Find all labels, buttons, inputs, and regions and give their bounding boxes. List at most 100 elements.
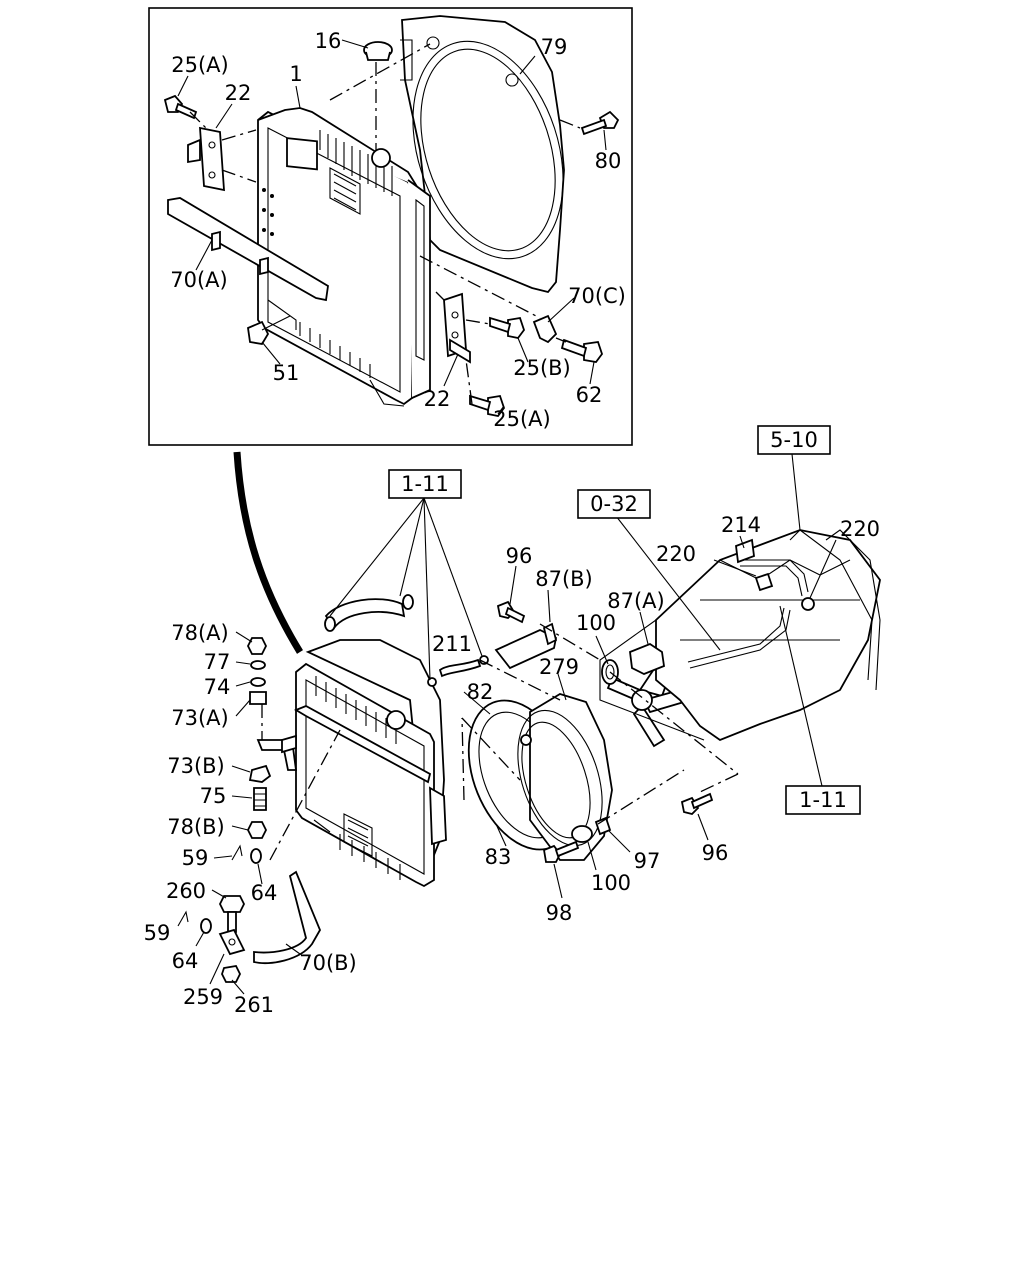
insulator-73b [248, 764, 272, 783]
label-82: 82 [467, 680, 494, 704]
label-220-right: 220 [840, 517, 880, 541]
label-25b: 25(B) [513, 356, 571, 380]
bracket-left [256, 734, 298, 771]
label-83: 83 [485, 845, 512, 869]
bracket-70c-inset [532, 314, 558, 344]
label-96-top: 96 [506, 544, 533, 568]
nut-78b [246, 821, 268, 839]
inset-connector-arc [233, 451, 303, 654]
label-1: 1 [289, 62, 302, 86]
inset-alignment-lines [189, 43, 581, 405]
bracket-87b [494, 622, 558, 670]
hose-211 [427, 655, 489, 687]
fan-shroud-279 [517, 693, 613, 861]
pipe-220 [735, 538, 815, 611]
drain-cock-51-inset [247, 315, 291, 345]
washer-74 [250, 677, 266, 687]
label-87a: 87(A) [607, 589, 664, 613]
label-259: 259 [183, 985, 223, 1009]
bolt-80-inset [580, 110, 620, 136]
bolt-96-bottom [680, 792, 714, 815]
main-part-labels: 96 87(B) 87(A) 100 211 279 82 214 220 22… [144, 513, 880, 1017]
inset-leader-lines [177, 39, 607, 415]
label-22-bottom: 22 [424, 387, 451, 411]
label-22-top: 22 [225, 81, 252, 105]
clip-59-top [231, 844, 243, 861]
bracket-259 [218, 928, 246, 956]
label-260: 260 [166, 879, 206, 903]
ref-0-32-label: 0-32 [590, 492, 638, 516]
inset-part-labels: 16 1 79 25(A) 22 80 70(A) 70(C) 51 25(B)… [170, 29, 626, 431]
label-25a-top: 25(A) [171, 53, 228, 77]
label-64-top: 64 [251, 881, 278, 905]
ref-box-5-10[interactable]: 5-10 [757, 425, 831, 455]
bolt-260 [218, 895, 246, 933]
label-73b: 73(B) [167, 754, 225, 778]
label-98: 98 [546, 901, 573, 925]
spacer-97 [594, 816, 612, 836]
label-214: 214 [721, 513, 761, 537]
engine-block [599, 529, 881, 742]
label-70c: 70(C) [568, 284, 626, 308]
main-leader-lines [195, 535, 837, 995]
radiator-cap-inset [363, 41, 393, 61]
bolt-25a-top-inset [163, 94, 198, 120]
label-62: 62 [576, 383, 603, 407]
label-77: 77 [204, 650, 231, 674]
reference-leader-lines [329, 453, 823, 787]
label-220-left: 220 [656, 542, 696, 566]
upper-hose [324, 594, 414, 632]
label-70b: 70(B) [299, 951, 357, 975]
bolt-25b-inset [489, 316, 526, 339]
bracket-22-top-inset [187, 126, 225, 192]
ref-5-10-label: 5-10 [770, 428, 818, 452]
stud-75 [253, 787, 267, 811]
washer-64-top [250, 848, 262, 864]
label-97: 97 [634, 849, 661, 873]
label-96-bottom: 96 [702, 841, 729, 865]
label-78b: 78(B) [167, 815, 225, 839]
label-80: 80 [595, 149, 622, 173]
label-261: 261 [234, 993, 274, 1017]
label-51: 51 [273, 361, 300, 385]
nut-78a [246, 637, 268, 655]
ref-box-0-32[interactable]: 0-32 [577, 489, 651, 519]
rail-70a-inset [167, 197, 329, 302]
label-74: 74 [204, 675, 231, 699]
label-79: 79 [541, 35, 568, 59]
radiator-main [293, 662, 447, 888]
label-211: 211 [432, 632, 472, 656]
bracket-87a [629, 642, 665, 675]
label-59-bottom: 59 [144, 921, 171, 945]
label-25a-bottom: 25(A) [493, 407, 550, 431]
clip-59-bottom [177, 910, 189, 927]
ref-box-1-11-right[interactable]: 1-11 [785, 785, 861, 815]
nut-261 [221, 965, 242, 983]
bracket-22-bottom-inset [443, 292, 471, 364]
label-87b: 87(B) [535, 567, 593, 591]
bolt-96-top [496, 600, 526, 624]
ref-1-11-top-label: 1-11 [401, 472, 449, 496]
label-73a: 73(A) [171, 706, 228, 730]
label-78a: 78(A) [171, 621, 228, 645]
bolt-62-inset [560, 338, 604, 363]
label-70a: 70(A) [170, 268, 227, 292]
label-64-bottom: 64 [172, 949, 199, 973]
pipe-70b [253, 870, 322, 965]
ref-1-11-right-label: 1-11 [799, 788, 847, 812]
insulator-73a [249, 691, 267, 705]
ref-box-1-11-top[interactable]: 1-11 [388, 469, 462, 499]
washer-77 [250, 660, 266, 670]
label-75: 75 [200, 784, 227, 808]
label-16: 16 [315, 29, 342, 53]
label-100-top: 100 [576, 611, 616, 635]
washer-64-bottom [200, 918, 212, 934]
bolt-98 [542, 840, 580, 863]
label-59-top: 59 [182, 846, 209, 870]
fan-shroud-inset [400, 15, 565, 294]
pipe-0-32 [687, 607, 791, 669]
detail-inset-frame [148, 7, 633, 446]
label-100-bottom: 100 [591, 871, 631, 895]
washer-100-bottom [571, 825, 593, 843]
